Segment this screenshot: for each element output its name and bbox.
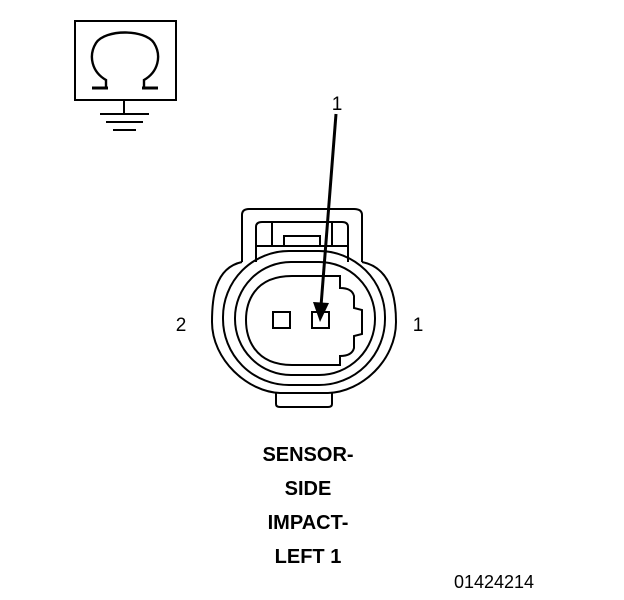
terminal-label-2: 2 (176, 315, 187, 336)
callout-leader (313, 113, 338, 322)
caption-line-4: LEFT 1 (275, 546, 342, 568)
caption-line-3: IMPACT- (268, 512, 349, 534)
figure-id: 01424214 (454, 572, 534, 592)
terminal-label-1: 1 (413, 315, 424, 336)
connector-body (210, 208, 398, 408)
ohmmeter-ground-icon (74, 20, 177, 131)
callout-number: 1 (332, 94, 343, 115)
terminal-2-cavity (272, 311, 291, 329)
caption-line-2: SIDE (285, 478, 332, 500)
caption-line-1: SENSOR- (262, 444, 353, 466)
